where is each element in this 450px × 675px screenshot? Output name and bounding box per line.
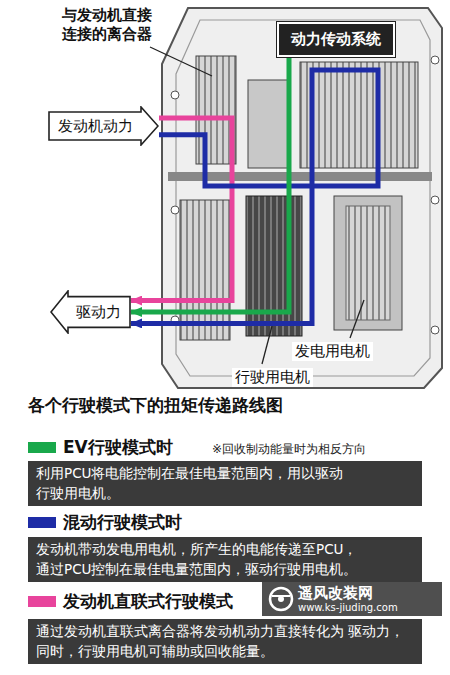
watermark-logo bbox=[270, 588, 292, 610]
generator-core bbox=[346, 206, 390, 320]
legend-swatch bbox=[28, 517, 56, 528]
legend-swatch bbox=[28, 596, 56, 607]
gear bbox=[248, 80, 288, 168]
part-label: 行驶用电机 bbox=[232, 368, 313, 387]
watermark-panel bbox=[262, 582, 442, 616]
power-flow-connector bbox=[131, 70, 378, 323]
output-arrow: 驱动力 bbox=[50, 290, 131, 334]
mode-band: 利用PCU将电能控制在最佳电量范围内，用以驱动 行驶用电机。 bbox=[28, 461, 422, 506]
legend-text: 发动机直联式行驶模式 bbox=[63, 590, 233, 613]
legend-row: EV行驶模式时 bbox=[28, 436, 173, 459]
mode-band: 通过发动机直联式离合器将发动机动力直接转化为 驱动力，同时，行驶用电机可辅助或回… bbox=[28, 619, 422, 664]
mode-band: 发动机带动发电用电机，所产生的电能传递至PCU， 通过PCU控制在最佳电量范围内… bbox=[28, 537, 422, 582]
arrow-outline bbox=[51, 291, 130, 333]
legend-row: 混动行驶模式时 bbox=[28, 511, 182, 534]
watermark-text: www.ks-jiuding.com bbox=[298, 602, 398, 613]
legend-text: EV行驶模式时 bbox=[63, 436, 173, 459]
bolt bbox=[431, 56, 439, 64]
system-box: 动力传动系统 bbox=[277, 22, 395, 57]
watermark-logo-spoke bbox=[272, 595, 290, 597]
part-label: 与发动机直接 连接的离合器 bbox=[62, 6, 162, 44]
leader-line bbox=[262, 326, 272, 364]
node-text: 通过发动机直联式离合器将发动机动力直接转化为 驱动力，同时，行驶用电机可辅助或回… bbox=[36, 622, 414, 661]
bolt bbox=[431, 326, 439, 334]
legend-row: 发动机直联式行驶模式 bbox=[28, 590, 233, 613]
diagram-title: 各个行驶模式下的扭矩传递路线图 bbox=[28, 394, 283, 417]
watermark-text: 遥风改装网 bbox=[298, 584, 373, 603]
bolt bbox=[431, 196, 439, 204]
bolt bbox=[171, 91, 179, 99]
bolt bbox=[171, 206, 179, 214]
leader-line bbox=[150, 47, 212, 76]
housing-outline bbox=[162, 8, 442, 388]
node-text: 发动机带动发电用电机，所产生的电能传递至PCU， 通过PCU控制在最佳电量范围内… bbox=[36, 540, 414, 579]
lower-gear bbox=[180, 200, 230, 340]
node-text: 动力传动系统 bbox=[291, 30, 381, 49]
node-text: 利用PCU将电能控制在最佳电量范围内，用以驱动 行驶用电机。 bbox=[36, 464, 414, 503]
note-text: ※回收制动能量时为相反方向 bbox=[212, 441, 366, 458]
node-text: 发动机动力 bbox=[58, 117, 133, 136]
main-shaft bbox=[168, 172, 432, 181]
power-flow-connector bbox=[131, 118, 232, 301]
input-arrow: 发动机动力 bbox=[48, 106, 159, 146]
node-text: 驱动力 bbox=[76, 303, 121, 322]
legend-text: 混动行驶模式时 bbox=[63, 511, 182, 534]
drive-motor bbox=[246, 196, 302, 336]
gear-train bbox=[300, 62, 418, 168]
generator-motor bbox=[334, 196, 402, 330]
legend-swatch bbox=[28, 442, 56, 453]
arrow-outline bbox=[49, 107, 158, 145]
power-flow-connector bbox=[131, 57, 289, 312]
leader-line bbox=[350, 300, 364, 338]
part-label: 发电用电机 bbox=[292, 342, 373, 361]
